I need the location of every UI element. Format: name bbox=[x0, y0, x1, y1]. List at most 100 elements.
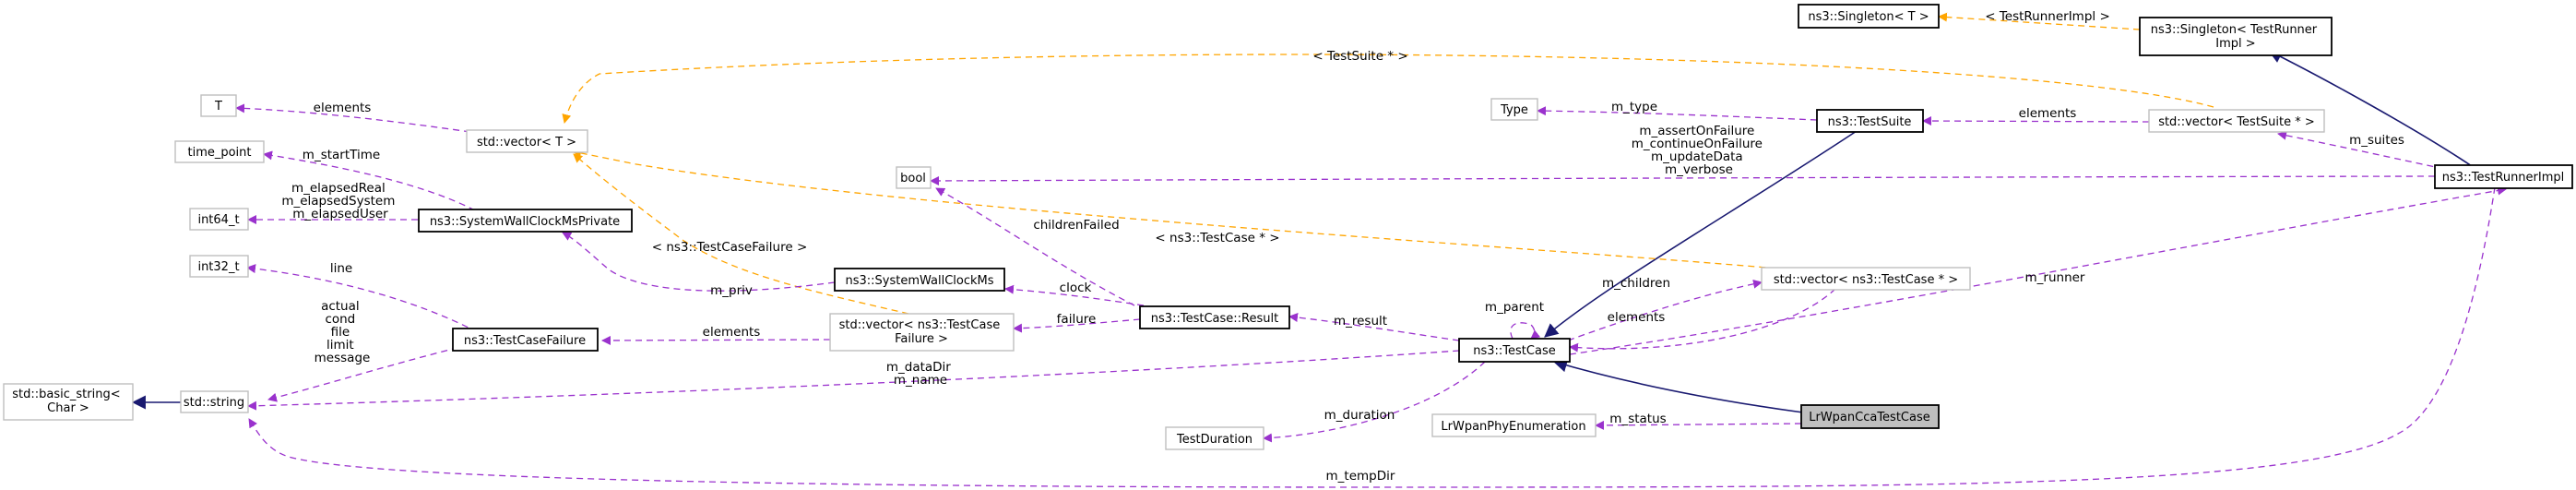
label-m-elapsed: m_elapsedReal m_elapsedSystem m_elapsedU… bbox=[281, 181, 398, 221]
svg-text:ns3::TestRunnerImpl: ns3::TestRunnerImpl bbox=[2442, 171, 2565, 185]
label-m-tempdir: m_tempDir bbox=[1326, 469, 1395, 484]
label-ts-template: < TestSuite * > bbox=[1312, 49, 1407, 64]
label-failure: failure bbox=[1057, 312, 1097, 327]
label-m-type: m_type bbox=[1611, 100, 1657, 114]
label-m-duration: m_duration bbox=[1324, 408, 1395, 423]
label-runner-template: < TestRunnerImpl > bbox=[1985, 9, 2110, 24]
edge-result-clock bbox=[1004, 284, 1145, 306]
svg-text:std::vector< T >: std::vector< T > bbox=[477, 136, 576, 149]
edge-vector-tcf-from-vector-t bbox=[573, 153, 909, 315]
edge-failure-fields bbox=[267, 341, 481, 402]
svg-text:ns3::Singleton< TestRunner: ns3::Singleton< TestRunner Impl > bbox=[2151, 23, 2321, 51]
edge-runner-m-suites bbox=[2277, 130, 2445, 170]
svg-text:int64_t: int64_t bbox=[197, 213, 239, 227]
edge-failure-line bbox=[246, 264, 479, 333]
svg-text:std::string: std::string bbox=[184, 396, 244, 410]
label-elements-ts: elements bbox=[2019, 106, 2077, 121]
node-test-duration[interactable]: TestDuration bbox=[1165, 426, 1264, 450]
node-time-point[interactable]: time_point bbox=[174, 140, 265, 163]
edge-vector-tc-elements bbox=[1569, 288, 1836, 353]
node-singleton-test-runner-impl[interactable]: ns3::Singleton< TestRunner Impl > bbox=[2139, 17, 2333, 56]
label-data-name: m_dataDir m_name bbox=[886, 360, 955, 388]
node-int32-t[interactable]: int32_t bbox=[189, 255, 249, 278]
svg-text:LrWpanPhyEnumeration: LrWpanPhyEnumeration bbox=[1441, 420, 1585, 434]
edge-result-childrenfailed bbox=[935, 187, 1135, 306]
label-m-children: m_children bbox=[1602, 276, 1670, 291]
edge-test-case-m-runner bbox=[1569, 185, 2507, 355]
node-std-string[interactable]: std::string bbox=[180, 390, 249, 413]
node-vector-t[interactable]: std::vector< T > bbox=[466, 129, 588, 153]
svg-text:TestDuration: TestDuration bbox=[1176, 433, 1252, 447]
edge-suite-inherits-test-case bbox=[1544, 128, 1860, 338]
edge-test-case-m-parent bbox=[1510, 322, 1541, 340]
svg-text:ns3::TestSuite: ns3::TestSuite bbox=[1828, 115, 1912, 129]
svg-text:std::basic_string< Cha: std::basic_string< Char > bbox=[12, 388, 124, 415]
node-test-case[interactable]: ns3::TestCase bbox=[1458, 338, 1571, 363]
edges bbox=[131, 12, 2507, 488]
svg-text:ns3::TestCaseFailure: ns3::TestCaseFailure bbox=[464, 334, 586, 348]
edge-cca-m-status bbox=[1595, 420, 1802, 430]
svg-text:ns3::Singleton< T >: ns3::Singleton< T > bbox=[1808, 10, 1929, 24]
node-swcm[interactable]: ns3::SystemWallClockMs bbox=[834, 268, 1005, 292]
edge-singleton-tr-from-singleton-t bbox=[1938, 12, 2141, 30]
label-m-suites: m_suites bbox=[2349, 133, 2404, 148]
node-t[interactable]: T bbox=[200, 94, 237, 117]
label-failure-fields: actual cond file limit message bbox=[315, 299, 371, 365]
edge-cca-inherits-test-case bbox=[1552, 358, 1804, 413]
label-tcf-template: < ns3::TestCaseFailure > bbox=[652, 240, 808, 255]
label-m-runner: m_runner bbox=[2025, 270, 2085, 285]
label-elements-tc: elements bbox=[1608, 310, 1666, 325]
node-test-suite[interactable]: ns3::TestSuite bbox=[1816, 109, 1924, 133]
svg-text:Type: Type bbox=[1500, 103, 1528, 117]
edge-test-case-m-children bbox=[1567, 279, 1763, 341]
node-type[interactable]: Type bbox=[1490, 98, 1538, 121]
node-swcm-private[interactable]: ns3::SystemWallClockMsPrivate bbox=[418, 209, 633, 233]
label-m-parent: m_parent bbox=[1485, 300, 1544, 315]
svg-text:time_point: time_point bbox=[187, 146, 251, 160]
label-elements-tcf: elements bbox=[703, 325, 761, 340]
edge-result-failure bbox=[1013, 318, 1141, 333]
node-singleton-t[interactable]: ns3::Singleton< T > bbox=[1798, 4, 1940, 29]
edge-vector-t-elements bbox=[235, 103, 471, 133]
label-childrenfailed: childrenFailed bbox=[1033, 218, 1119, 233]
svg-text:T: T bbox=[214, 100, 222, 114]
node-vector-tcf[interactable]: std::vector< ns3::TestCase Failure > bbox=[829, 313, 1015, 352]
label-m-priv: m_priv bbox=[710, 283, 753, 298]
edge-test-case-data-name bbox=[247, 350, 1460, 411]
node-vector-test-case[interactable]: std::vector< ns3::TestCase * > bbox=[1761, 267, 1971, 291]
svg-text:std::vector< ns3::TestCase: std::vector< ns3::TestCase Failure > bbox=[839, 318, 1004, 346]
edge-runner-bools bbox=[930, 175, 2436, 185]
label-m-status: m_status bbox=[1609, 412, 1666, 426]
svg-text:ns3::TestCase: ns3::TestCase bbox=[1473, 344, 1555, 358]
node-basic-string[interactable]: std::basic_string< Char > bbox=[3, 383, 134, 421]
edge-vector-ts-elements bbox=[1922, 116, 2150, 126]
node-lr-wpan-phy-enumeration[interactable]: LrWpanPhyEnumeration bbox=[1431, 413, 1597, 437]
node-test-runner-impl[interactable]: ns3::TestRunnerImpl bbox=[2434, 164, 2573, 189]
node-int64-t[interactable]: int64_t bbox=[189, 208, 249, 231]
node-lr-wpan-cca-test-case[interactable]: LrWpanCcaTestCase bbox=[1800, 404, 1940, 429]
node-test-case-result[interactable]: ns3::TestCase::Result bbox=[1139, 305, 1290, 329]
node-test-case-failure[interactable]: ns3::TestCaseFailure bbox=[452, 328, 599, 352]
label-runner-bools: m_assertOnFailure m_continueOnFailure m_… bbox=[1632, 124, 1767, 177]
node-vector-test-suite[interactable]: std::vector< TestSuite * > bbox=[2148, 109, 2325, 133]
edge-labels: elements m_startTime m_elapsedReal m_ela… bbox=[281, 9, 2404, 484]
edge-vector-tc-from-vector-t bbox=[572, 148, 1810, 272]
edge-swcm-m-priv bbox=[562, 232, 836, 292]
svg-text:std::vector< TestSuite * >: std::vector< TestSuite * > bbox=[2158, 115, 2315, 129]
label-elements-vector-t: elements bbox=[314, 101, 372, 115]
svg-text:LrWpanCcaTestCase: LrWpanCcaTestCase bbox=[1809, 411, 1930, 424]
label-m-starttime: m_startTime bbox=[303, 148, 380, 162]
label-m-result: m_result bbox=[1334, 314, 1387, 329]
edge-vector-tcf-elements bbox=[601, 335, 831, 345]
edge-test-case-m-duration bbox=[1263, 361, 1486, 443]
svg-text:ns3::SystemWallClockMs: ns3::SystemWallClockMs bbox=[845, 274, 993, 288]
edge-runner-inherits-singleton bbox=[2268, 50, 2473, 167]
label-clock: clock bbox=[1060, 281, 1092, 295]
svg-text:bool: bool bbox=[900, 172, 926, 185]
node-bool[interactable]: bool bbox=[896, 166, 932, 189]
nodes: T time_point int64_t int32_t std::basic_… bbox=[3, 4, 2573, 450]
svg-text:ns3::TestCase::Result: ns3::TestCase::Result bbox=[1151, 312, 1278, 326]
label-tc-template: < ns3::TestCase * > bbox=[1155, 231, 1279, 245]
svg-text:int32_t: int32_t bbox=[197, 260, 239, 274]
